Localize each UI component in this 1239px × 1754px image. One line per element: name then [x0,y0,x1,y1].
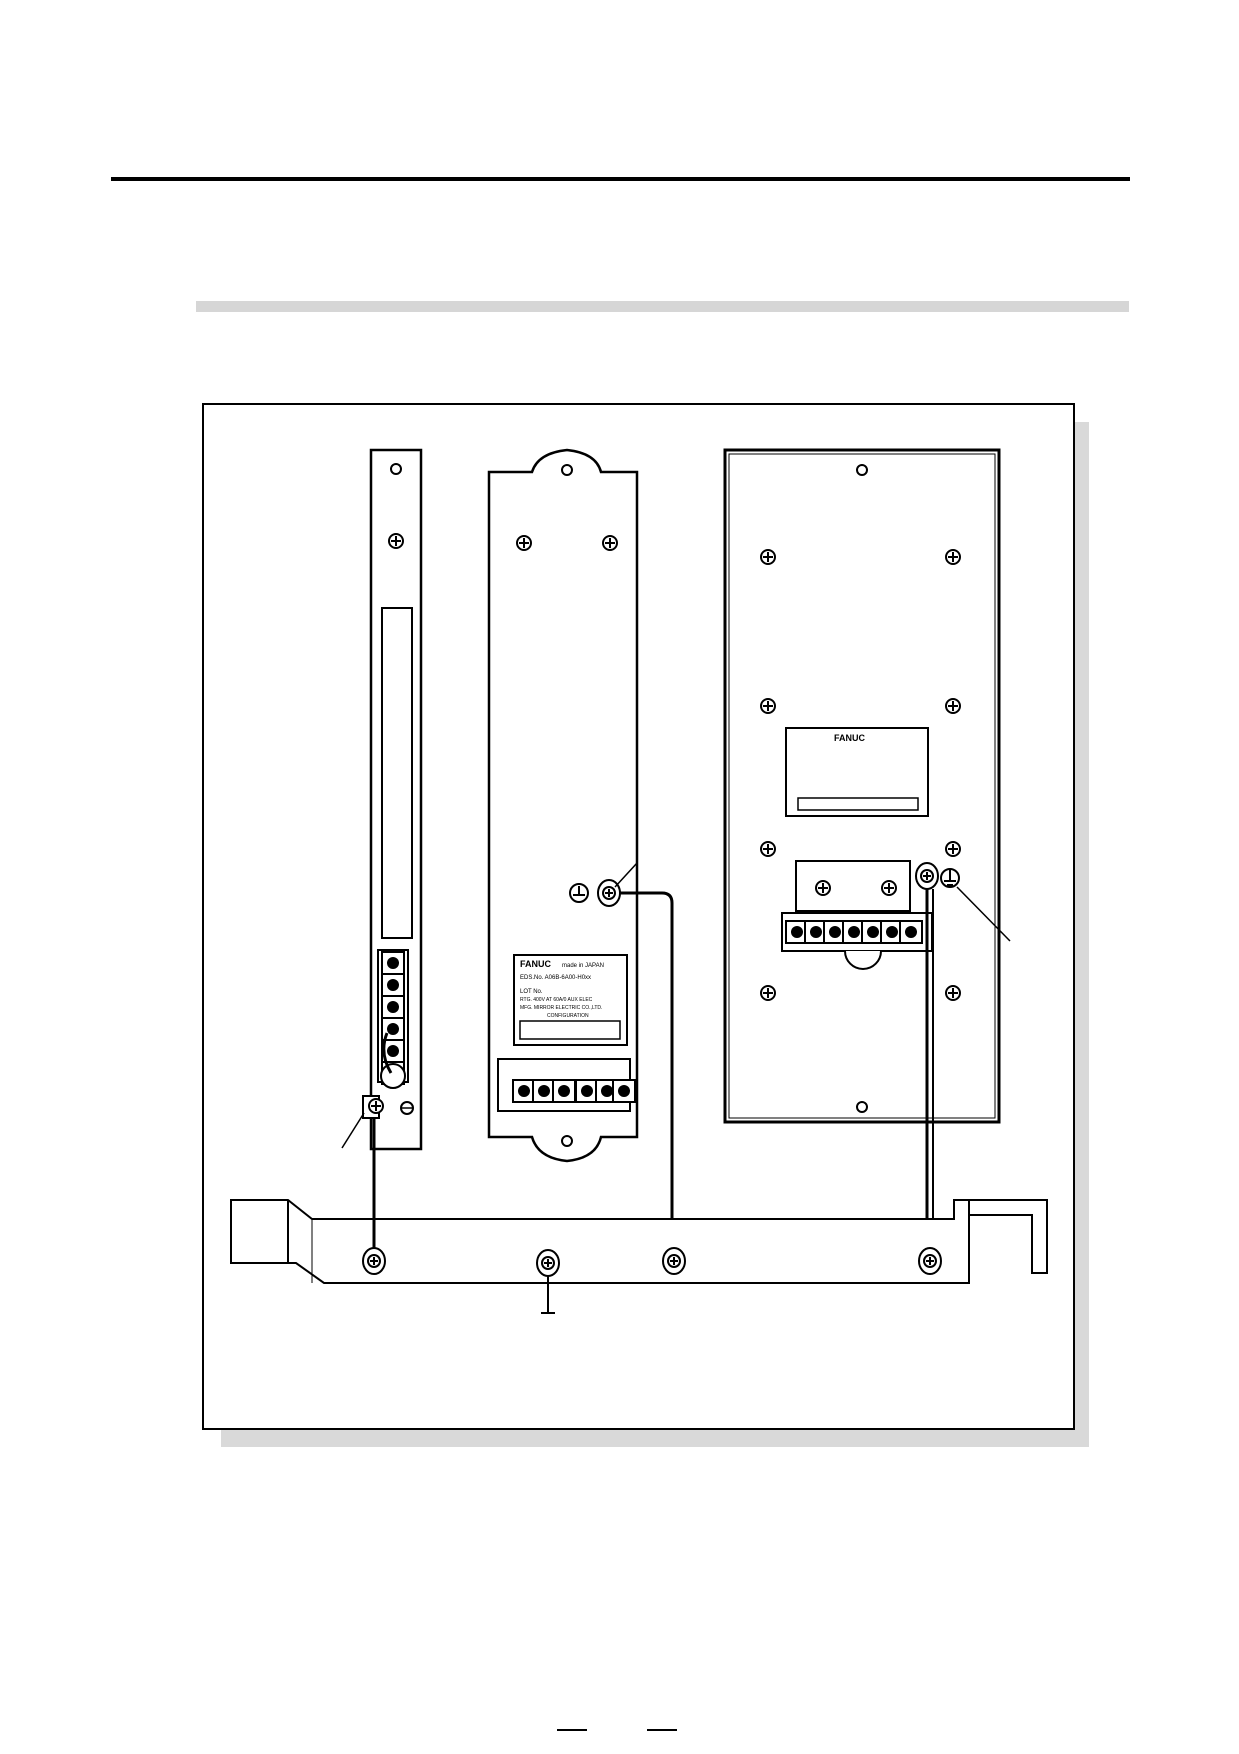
nameplate-brand: FANUC [520,959,551,969]
nameplate-line: RTG. 400V AT 60A/0 AUX ELEC [520,997,593,1003]
ground-bus-bar [230,1199,1048,1284]
nameplate-line: MFG. MIRROR ELECTRIC CO.,LTD. [520,1005,602,1011]
nameplate-line: EDS.No. A06B-6A00-H0xx [520,975,591,981]
nameplate-section: CONFIGURATION [547,1013,589,1019]
nameplate-origin: made in JAPAN [562,963,604,969]
center-unit: FANUC made in JAPAN EDS.No. A06B-6A00-H0… [487,448,674,1278]
narrow-unit [341,448,423,1151]
right-unit: FANUC [723,448,1011,1263]
section-heading-bar [196,301,1129,312]
nameplate-brand: FANUC [834,733,865,743]
nameplate-line: LOT No. [520,989,543,995]
footer-dash-left [557,1729,587,1731]
grounding-diagram: FANUC made in JAPAN EDS.No. A06B-6A00-H0… [202,403,1089,1447]
header-rule [111,177,1130,181]
footer-dash-right [647,1729,677,1731]
